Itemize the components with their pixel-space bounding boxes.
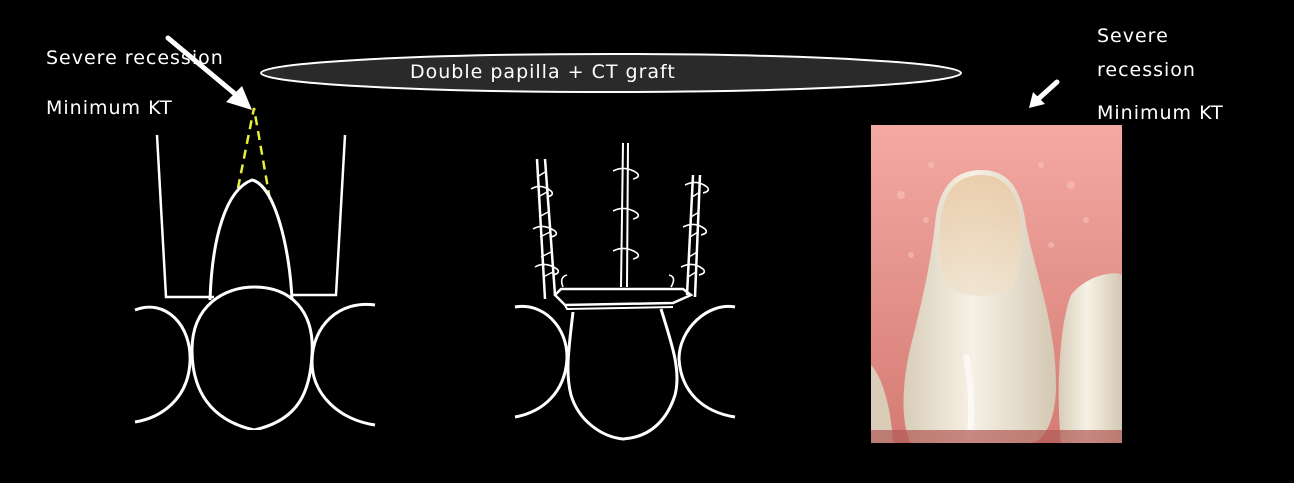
slide-title: Double papilla + CT graft xyxy=(410,63,676,82)
right-label-minimum-kt: Minimum KT xyxy=(1097,104,1224,123)
right-label-recession: recession xyxy=(1097,61,1196,80)
clinical-photo xyxy=(871,125,1122,443)
recession-drawing xyxy=(130,100,380,430)
right-label-severe: Severe xyxy=(1097,27,1169,46)
arrow-down-left-icon xyxy=(1025,78,1065,110)
sutured-flap-drawing xyxy=(513,137,738,442)
